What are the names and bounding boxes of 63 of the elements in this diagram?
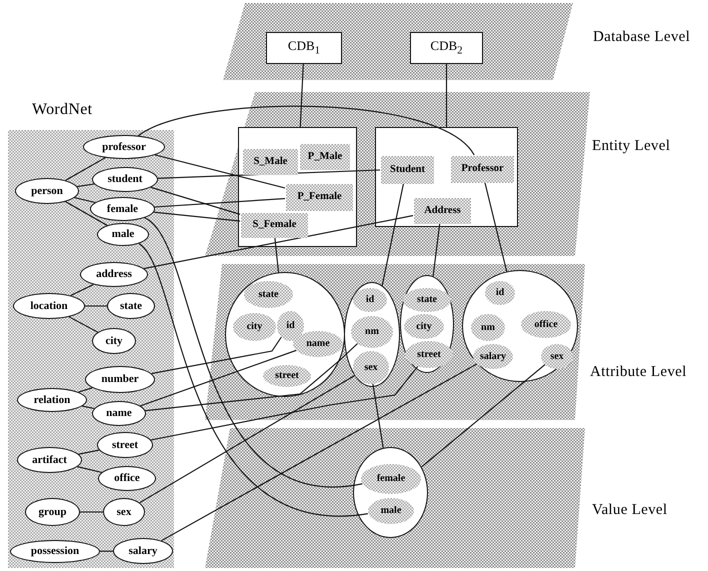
attribute-label: city (233, 313, 276, 341)
entity-label: Address (414, 198, 471, 224)
connector-line (100, 550, 113, 552)
attribute-label: state (244, 281, 293, 308)
connector-line (140, 350, 297, 406)
connector-line (154, 198, 286, 208)
connector-line (151, 336, 282, 374)
database-box: CDB$_{2}$ (410, 32, 483, 64)
connector-line (144, 215, 414, 270)
entity-label: S_Male (243, 149, 298, 175)
attribute-label: nm (471, 314, 505, 341)
connector-line (300, 64, 304, 128)
connector-line (77, 183, 94, 188)
connector-line (70, 284, 94, 296)
connector-line (78, 450, 100, 455)
level-label: Value Level (592, 502, 668, 519)
connector-line (78, 387, 93, 393)
attribute-label: id (353, 288, 387, 312)
attribute-label: city (404, 314, 444, 339)
attribute-label: salary (473, 344, 513, 369)
entity-label: S_Female (241, 213, 308, 238)
attribute-label: female (361, 464, 421, 494)
attribute-label: office (521, 311, 571, 338)
attribute-label: sex (541, 344, 573, 369)
entity-box (238, 127, 357, 247)
connector-line (80, 511, 103, 513)
connector-line (154, 154, 286, 189)
connector-line (432, 222, 440, 276)
connector-line (274, 236, 280, 272)
connector-line (382, 182, 404, 286)
attribute-label: street (405, 341, 453, 368)
attribute-label: male (368, 498, 414, 524)
connector-line (150, 186, 240, 215)
connector-line (154, 212, 240, 222)
attribute-label: nm (351, 316, 393, 348)
connector-line (145, 343, 358, 412)
connector-line (150, 365, 419, 441)
connector-line (85, 305, 107, 307)
attribute-label: state (403, 288, 451, 312)
entity-label: Student (381, 156, 434, 184)
attribute-label: street (263, 365, 311, 387)
database-box: CDB$_{1}$ (266, 32, 342, 64)
entity-label: P_Female (286, 184, 353, 211)
connector-line (138, 106, 475, 156)
connector-line (74, 197, 96, 204)
connector-line (484, 182, 508, 272)
level-label: Entity Level (592, 138, 670, 155)
attribute-label: sex (353, 351, 389, 384)
connector-line (82, 406, 94, 410)
connector-line (77, 466, 102, 473)
attribute-label: name (293, 331, 343, 357)
entity-label: Professor (451, 156, 514, 183)
attribute-label: id (277, 311, 304, 341)
connector-line (446, 64, 448, 127)
entity-label: P_Male (300, 144, 350, 170)
attribute-label: id (485, 281, 515, 305)
panel-title: WordNet (32, 101, 92, 119)
level-label: Attribute Level (590, 364, 687, 381)
entity-box (375, 127, 518, 227)
connector-line (158, 169, 380, 179)
connector-line (65, 157, 106, 181)
level-label: Database Level (593, 29, 690, 46)
connector-line (421, 364, 546, 468)
